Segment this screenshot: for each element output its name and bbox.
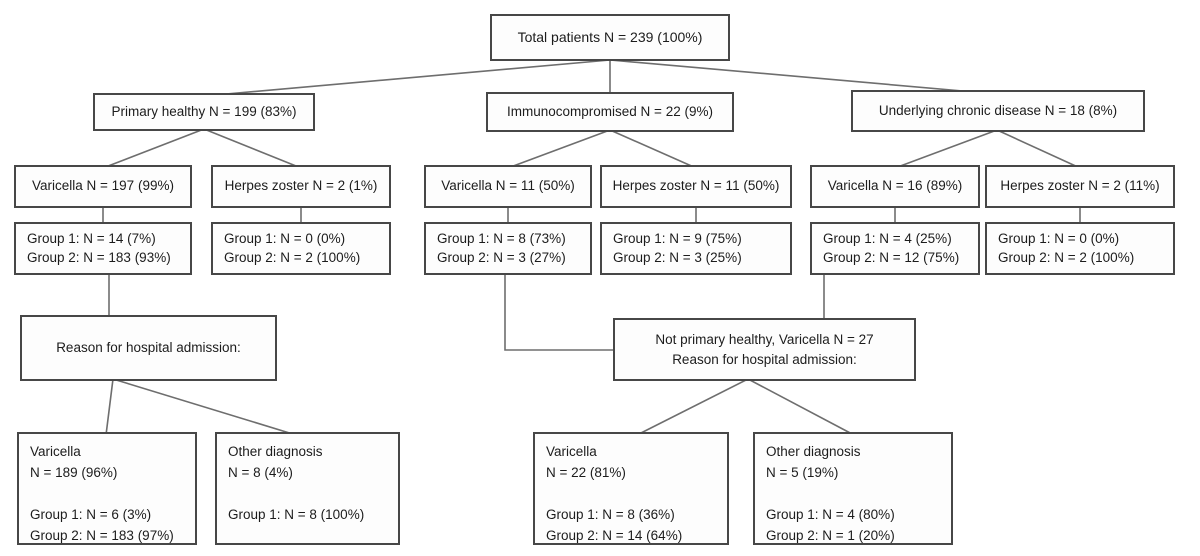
node-np-admit-varicella: Varicella N = 22 (81%) Group 1: N = 8 (3… bbox=[533, 432, 729, 545]
group2-line: Group 2: N = 2 (100%) bbox=[224, 249, 361, 265]
group1-line: Group 1: N = 6 (3%) bbox=[30, 506, 152, 522]
group2-line: Group 2: N = 183 (97%) bbox=[30, 527, 174, 543]
node-ph-varicella: Varicella N = 197 (99%) bbox=[14, 165, 192, 208]
group2-line: Group 2: N = 183 (93%) bbox=[27, 249, 171, 265]
node-immunocompromised: Immunocompromised N = 22 (9%) bbox=[486, 92, 734, 132]
node-total-patients: Total patients N = 239 (100%) bbox=[490, 14, 730, 61]
node-reason-primary-label: Reason for hospital admission: bbox=[56, 339, 241, 355]
group1-line: Group 1: N = 0 (0%) bbox=[224, 230, 346, 246]
group1-line: Group 1: N = 4 (25%) bbox=[823, 230, 952, 246]
node-ph-varicella-groups: Group 1: N = 14 (7%) Group 2: N = 183 (9… bbox=[14, 222, 192, 275]
diagnosis-title: Other diagnosis bbox=[228, 444, 323, 459]
diagnosis-n: N = 22 (81%) bbox=[546, 464, 626, 480]
group1-line: Group 1: N = 9 (75%) bbox=[613, 230, 742, 246]
diagnosis-n: N = 8 (4%) bbox=[228, 464, 293, 480]
diagnosis-title: Varicella bbox=[30, 444, 81, 459]
group2-line: Group 2: N = 1 (20%) bbox=[766, 527, 895, 543]
node-ic-herpes-zoster-label: Herpes zoster N = 11 (50%) bbox=[612, 178, 780, 194]
group1-line: Group 1: N = 4 (80%) bbox=[766, 506, 895, 522]
group1-line: Group 1: N = 0 (0%) bbox=[998, 230, 1120, 246]
node-ic-varicella-groups: Group 1: N = 8 (73%) Group 2: N = 3 (27%… bbox=[424, 222, 592, 275]
node-ph-admit-other: Other diagnosis N = 8 (4%) Group 1: N = … bbox=[215, 432, 400, 545]
node-immunocompromised-label: Immunocompromised N = 22 (9%) bbox=[507, 103, 713, 119]
group1-line: Group 1: N = 8 (73%) bbox=[437, 230, 566, 246]
group2-line: Group 2: N = 14 (64%) bbox=[546, 527, 683, 543]
node-ph-herpes-groups: Group 1: N = 0 (0%) Group 2: N = 2 (100%… bbox=[211, 222, 391, 275]
diagnosis-title: Varicella bbox=[546, 444, 597, 459]
node-reason-not-primary-line2: Reason for hospital admission: bbox=[672, 351, 857, 367]
node-reason-not-primary: Not primary healthy, Varicella N = 27 Re… bbox=[613, 318, 916, 381]
node-chronic-disease-label: Underlying chronic disease N = 18 (8%) bbox=[878, 102, 1118, 118]
node-np-admit-other: Other diagnosis N = 5 (19%) Group 1: N =… bbox=[753, 432, 953, 545]
node-cd-varicella-groups: Group 1: N = 4 (25%) Group 2: N = 12 (75… bbox=[810, 222, 980, 275]
group2-line: Group 2: N = 2 (100%) bbox=[998, 249, 1135, 265]
group2-line: Group 2: N = 3 (25%) bbox=[613, 249, 742, 265]
diagnosis-n: N = 189 (96%) bbox=[30, 464, 118, 480]
node-ph-admit-varicella: Varicella N = 189 (96%) Group 1: N = 6 (… bbox=[17, 432, 197, 545]
group2-line: Group 2: N = 12 (75%) bbox=[823, 249, 960, 265]
node-ic-varicella: Varicella N = 11 (50%) bbox=[424, 165, 592, 208]
node-ic-herpes-zoster: Herpes zoster N = 11 (50%) bbox=[600, 165, 792, 208]
group1-line: Group 1: N = 8 (36%) bbox=[546, 506, 675, 522]
node-cd-varicella: Varicella N = 16 (89%) bbox=[810, 165, 980, 208]
node-ic-herpes-groups: Group 1: N = 9 (75%) Group 2: N = 3 (25%… bbox=[600, 222, 792, 275]
node-chronic-disease: Underlying chronic disease N = 18 (8%) bbox=[851, 90, 1145, 132]
group1-line: Group 1: N = 8 (100%) bbox=[228, 506, 365, 522]
group1-line: Group 1: N = 14 (7%) bbox=[27, 230, 156, 246]
node-cd-herpes-zoster: Herpes zoster N = 2 (11%) bbox=[985, 165, 1175, 208]
node-ph-herpes-zoster-label: Herpes zoster N = 2 (1%) bbox=[224, 178, 378, 194]
node-cd-herpes-groups: Group 1: N = 0 (0%) Group 2: N = 2 (100%… bbox=[985, 222, 1175, 275]
node-total-patients-label: Total patients N = 239 (100%) bbox=[517, 28, 703, 45]
diagnosis-title: Other diagnosis bbox=[766, 444, 861, 459]
node-cd-varicella-label: Varicella N = 16 (89%) bbox=[827, 178, 963, 194]
diagnosis-n: N = 5 (19%) bbox=[766, 464, 839, 480]
group2-line: Group 2: N = 3 (27%) bbox=[437, 249, 566, 265]
node-reason-primary: Reason for hospital admission: bbox=[20, 315, 277, 381]
node-reason-not-primary-line1: Not primary healthy, Varicella N = 27 bbox=[655, 331, 874, 347]
node-cd-herpes-zoster-label: Herpes zoster N = 2 (11%) bbox=[1000, 178, 1160, 194]
node-ph-herpes-zoster: Herpes zoster N = 2 (1%) bbox=[211, 165, 391, 208]
node-ic-varicella-label: Varicella N = 11 (50%) bbox=[441, 178, 575, 194]
node-primary-healthy: Primary healthy N = 199 (83%) bbox=[93, 93, 315, 131]
node-ph-varicella-label: Varicella N = 197 (99%) bbox=[32, 178, 174, 194]
node-primary-healthy-label: Primary healthy N = 199 (83%) bbox=[111, 103, 297, 119]
